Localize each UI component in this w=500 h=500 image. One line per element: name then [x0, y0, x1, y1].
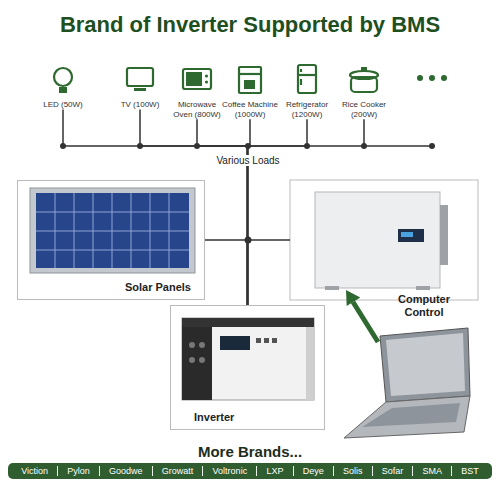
label-wrap: Computer Control: [384, 293, 464, 318]
control-arrow: [346, 290, 378, 342]
brand-name: Sofar: [372, 466, 413, 476]
brand-name: Pylon: [57, 466, 99, 476]
brand-name: Goodwe: [99, 466, 152, 476]
brand-name: SMA: [412, 466, 451, 476]
band-heading: More Brands...: [8, 443, 492, 460]
title: Brand of Inverter Supported by BMS: [0, 12, 500, 38]
brand-name: BST: [451, 466, 488, 476]
load-label: Coffee Machine (1000W): [222, 100, 278, 119]
load-item: Microwave Oven (800W): [169, 100, 225, 119]
load-item: LED (50W): [35, 100, 91, 110]
brand-name: Solis: [333, 466, 372, 476]
load-item: Rice Cooker (200W): [336, 100, 392, 119]
load-icons: [54, 65, 447, 93]
load-item: Coffee Machine (1000W): [222, 100, 278, 119]
brand-band: VictionPylonGoodweGrowattVoltronicLXPDey…: [8, 463, 492, 479]
load-label: Rice Cooker (200W): [336, 100, 392, 119]
solar-box: Solar Panels: [17, 180, 205, 300]
connector: [205, 240, 248, 305]
connector: [248, 119, 308, 305]
box-label: Solar Panels: [122, 281, 194, 293]
title-wrap: Brand of Inverter Supported by BMS: [0, 12, 500, 38]
brand-name: LXP: [256, 466, 292, 476]
brand-group: More Brands... VictionPylonGoodweGrowattV…: [8, 443, 492, 479]
inverter-picture: [182, 318, 314, 400]
brand-name: Growatt: [152, 466, 203, 476]
load-label: Microwave Oven (800W): [169, 100, 225, 119]
connector: [63, 110, 248, 305]
bus-label: Various Loads: [213, 155, 282, 166]
load-label: Refrigerator (1200W): [279, 100, 335, 119]
battery-picture: [290, 180, 478, 300]
load-item: TV (100W): [112, 100, 168, 110]
solar-panel-picture: [30, 188, 195, 273]
connector: [140, 110, 248, 305]
control-label: Computer Control: [384, 293, 464, 318]
brand-name: Viction: [12, 466, 57, 476]
brand-name: Voltronic: [202, 466, 256, 476]
load-label: TV (100W): [112, 100, 168, 110]
brand-name: Deye: [293, 466, 333, 476]
load-item: Refrigerator (1200W): [279, 100, 335, 119]
laptop-picture: [344, 328, 470, 438]
connector: [248, 119, 365, 305]
label-wrap: Various Loads: [196, 150, 300, 168]
load-label: LED (50W): [35, 100, 91, 110]
box-label: Inverter: [191, 411, 237, 423]
inverter-box: Inverter: [170, 305, 325, 430]
